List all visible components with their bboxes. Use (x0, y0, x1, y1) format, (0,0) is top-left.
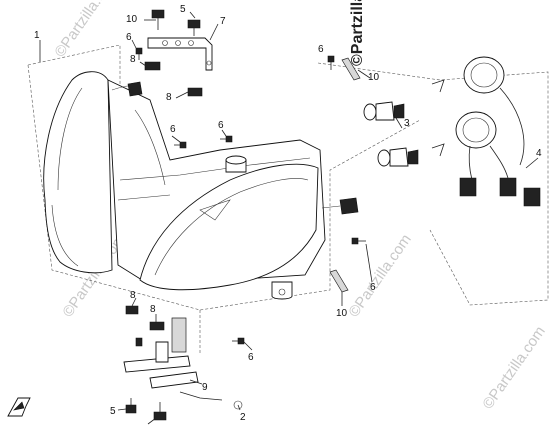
callout-1: 1 (34, 30, 40, 41)
callout-5-top: 5 (180, 4, 186, 15)
callout-6-mid-center: 6 (218, 120, 224, 131)
callout-6-upper-left: 6 (126, 32, 132, 43)
spacer-10-lower (329, 269, 349, 293)
callout-6-mid-left: 6 (170, 124, 176, 135)
bulb-group-frame (317, 62, 549, 306)
bulb-caps-harness (455, 56, 541, 207)
callout-10-lower: 10 (336, 308, 348, 319)
callout-3: 3 (404, 118, 410, 129)
callout-10-top: 10 (126, 14, 138, 25)
callout-6-top-right: 6 (318, 44, 324, 55)
bulb-arrow-lower (431, 143, 445, 157)
watermark-top-right: ©Partzilla.com (349, 0, 366, 66)
adjuster-ring (233, 400, 243, 410)
callout-10-right: 10 (368, 72, 380, 83)
upper-bracket (147, 37, 213, 71)
callout-6-lower-right: 6 (370, 282, 376, 293)
lower-bolts (125, 398, 167, 421)
lower-bracket (123, 305, 199, 389)
bulb-arrow-upper (431, 79, 445, 93)
adjuster-strap (179, 391, 223, 401)
top-bolts (151, 9, 201, 36)
callout-9: 9 (202, 382, 208, 393)
watermark-top-left: ©Partzilla.com (51, 0, 121, 60)
bulb-upper (363, 101, 405, 121)
clip-nuts-upper (144, 61, 203, 97)
callout-6-lower-center: 6 (248, 352, 254, 363)
bulb-lower (377, 147, 419, 167)
callout-2: 2 (240, 412, 246, 423)
callout-5-bottom: 5 (110, 406, 116, 417)
front-direction-arrow-icon (7, 397, 31, 417)
spacer-10-top (341, 57, 361, 81)
watermark-mid-right: ©Partzilla.com (345, 231, 415, 320)
callout-8-lower-left: 8 (130, 290, 136, 301)
callout-8-upper-mid: 8 (166, 92, 172, 103)
screws-6 (135, 47, 366, 345)
callout-7: 7 (220, 16, 226, 27)
watermark-bottom-right: ©Partzilla.com (479, 323, 549, 412)
callout-4: 4 (536, 148, 542, 159)
leader-lines (39, 11, 539, 425)
callout-8-upper-left: 8 (130, 54, 136, 65)
callout-8-lower-mid: 8 (150, 304, 156, 315)
assembly-frame (27, 44, 421, 355)
headlight-housing (43, 71, 359, 300)
